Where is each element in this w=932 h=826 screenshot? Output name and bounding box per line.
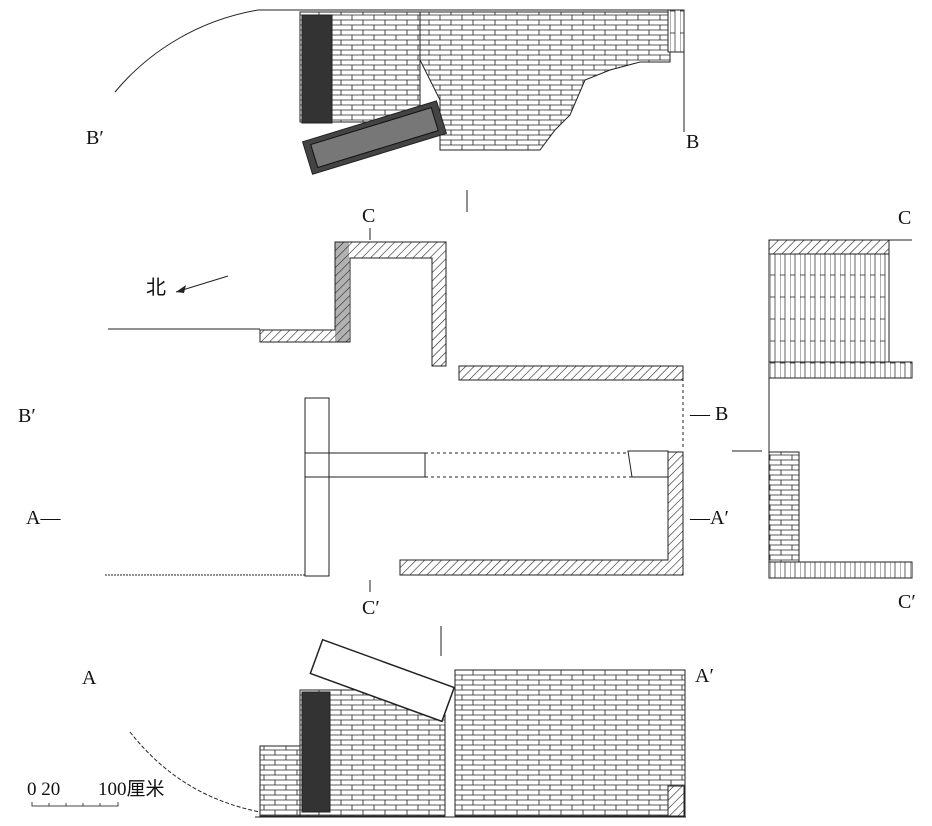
section-a-bottom	[129, 638, 686, 818]
section-b-top	[114, 9, 685, 175]
label-a-plan: A—	[26, 507, 61, 529]
label-north: 北	[146, 277, 166, 299]
scale-bar	[31, 802, 119, 807]
label-a-bottom: A	[82, 667, 97, 689]
label-c-plan-top: C	[362, 205, 376, 227]
label-c-side: C	[898, 207, 912, 229]
scale-end-label: 100厘米	[98, 779, 165, 800]
scale-start-label: 0 20	[27, 779, 61, 800]
label-b-prime-top: B′	[86, 127, 104, 149]
label-a-prime-bottom: A′	[695, 665, 714, 687]
label-b-top: B	[686, 131, 700, 153]
label-c-prime-plan: C′	[362, 597, 380, 619]
figure-panel	[301, 691, 331, 813]
tomb-plan	[105, 228, 684, 592]
figure-panel	[301, 14, 333, 124]
label-a-prime-plan: —A′	[690, 507, 729, 529]
label-c-prime-side: C′	[898, 591, 916, 613]
section-c-side	[732, 239, 913, 579]
label-b-plan: — B	[690, 403, 729, 425]
label-b-prime-plan: B′	[18, 405, 36, 427]
